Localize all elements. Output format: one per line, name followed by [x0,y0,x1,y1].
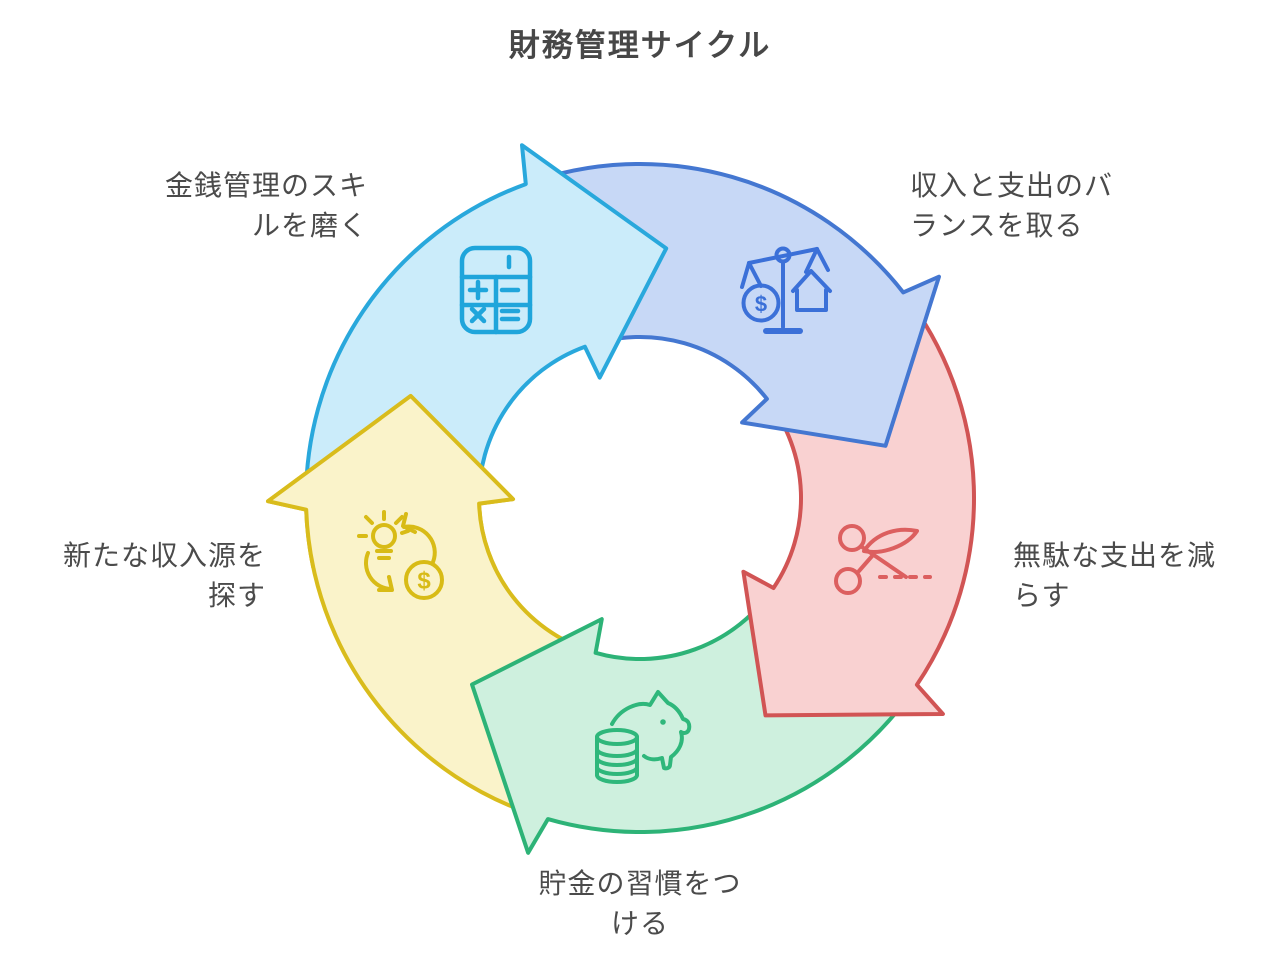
arrow-head-patch [266,393,515,568]
segment-label-new-income: 新たな収入源を 探す [18,536,266,616]
balance-scale-icon: $ [740,246,832,334]
scissors-icon [834,524,932,595]
arrow-ring [266,143,976,855]
label-line: 新たな収入源を [62,540,266,571]
label-line: 貯金の習慣をつ [538,868,742,899]
segment-label-saving-habit: 貯金の習慣をつ ける [436,864,844,944]
segment-label-skills: 金銭管理のスキ ルを磨く [100,166,368,246]
dollar-glyph: $ [755,292,767,317]
label-line: ランスを取る [910,210,1084,241]
label-line: ルを磨く [251,210,368,241]
dollar-glyph: $ [417,568,431,595]
segment-label-reduce-spending: 無駄な支出を減 らす [1013,536,1273,616]
label-line: 収入と支出のバ [910,170,1114,201]
diagram-title: 財務管理サイクル [508,28,772,63]
calculator-icon [459,245,533,335]
label-line: 探す [207,580,266,611]
piggy-eye [660,719,666,725]
segment-label-balance: 収入と支出のバ ランスを取る [910,166,1200,246]
label-line: らす [1013,580,1071,611]
arrow-segment-new-income [266,393,515,568]
label-line: 金銭管理のスキ [164,170,368,201]
idea-money-icon: $ [357,510,444,600]
label-line: ける [610,908,669,939]
label-line: 無駄な支出を減 [1013,540,1217,571]
piggy-bank-icon [595,690,692,784]
